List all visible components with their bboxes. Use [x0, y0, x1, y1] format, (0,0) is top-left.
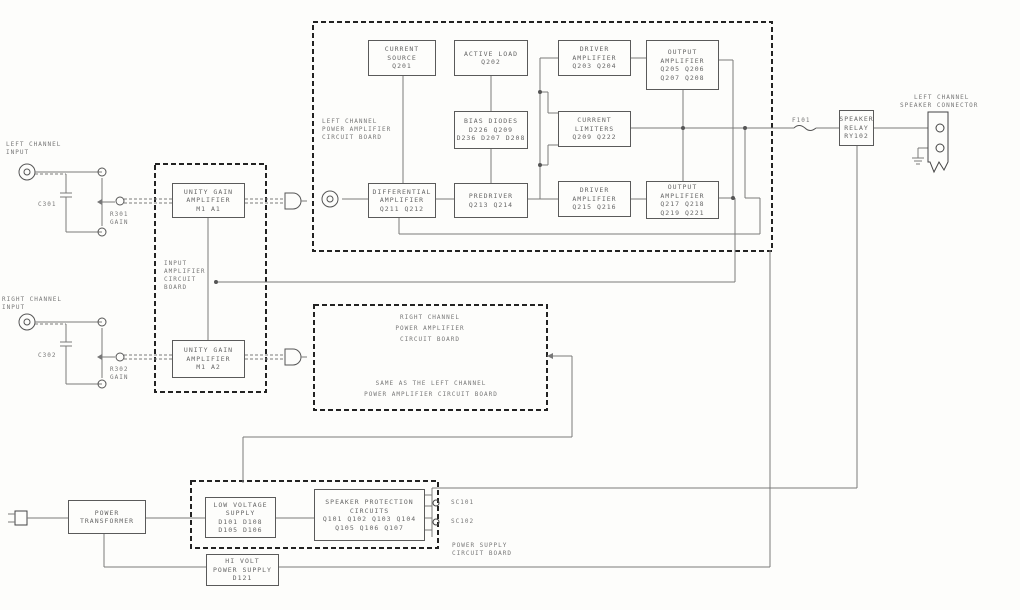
- sc102-label: SC102: [451, 518, 475, 525]
- right-power-board-label: RIGHT CHANNEL POWER AMPLIFIER CIRCUIT BO…: [395, 314, 465, 343]
- right-input-label: RIGHT CHANNEL INPUT: [2, 296, 62, 311]
- differential-amplifier-block: DIFFERENTIAL AMPLIFIER Q211 Q212: [368, 183, 436, 218]
- bias-diodes-block: BIAS DIODES D226 Q209 D236 D207 D208: [454, 111, 528, 149]
- left-input-label: LEFT CHANNEL INPUT: [6, 141, 62, 156]
- current-source-block: CURRENT SOURCE Q201: [368, 40, 436, 76]
- sc101-label: SC101: [451, 499, 475, 506]
- driver-amplifier-top-block: DRIVER AMPLIFIER Q203 Q204: [558, 40, 631, 76]
- power-supply-board-label: POWER SUPPLY CIRCUIT BOARD: [452, 542, 512, 557]
- hv-power-supply-block: HI VOLT POWER SUPPLY D121: [206, 554, 279, 586]
- unity-gain-amplifier-right-block: UNITY GAIN AMPLIFIER M1 A2: [172, 340, 245, 378]
- left-power-board-label: LEFT CHANNEL POWER AMPLIFIER CIRCUIT BOA…: [322, 118, 392, 141]
- low-voltage-supply-block: LOW VOLTAGE SUPPLY D101 D108 D105 D106: [205, 497, 276, 538]
- r301-gain-label: R301 GAIN: [110, 211, 129, 226]
- fuse-label: F101: [792, 117, 811, 124]
- speaker-relay-block: SPEAKER RELAY RY102: [839, 110, 874, 146]
- power-supply-board-outline: [190, 480, 439, 549]
- input-board-outline: [154, 163, 267, 393]
- unity-gain-amplifier-left-block: UNITY GAIN AMPLIFIER M1 A1: [172, 183, 245, 218]
- speaker-connector-label: LEFT CHANNEL SPEAKER CONNECTOR: [900, 94, 979, 109]
- c301-label: C301: [38, 201, 57, 208]
- predriver-block: PREDRIVER Q213 Q214: [454, 183, 528, 218]
- active-load-block: ACTIVE LOAD Q202: [454, 40, 528, 76]
- output-amplifier-top-block: OUTPUT AMPLIFIER Q205 Q206 Q207 Q208: [646, 40, 719, 90]
- output-amplifier-bottom-block: OUTPUT AMPLIFIER Q217 Q218 Q219 Q221: [646, 181, 719, 219]
- same-as-left-label: SAME AS THE LEFT CHANNEL POWER AMPLIFIER…: [364, 380, 498, 398]
- power-transformer-block: POWER TRANSFORMER: [68, 500, 146, 534]
- speaker-protection-block: SPEAKER PROTECTION CIRCUITS Q101 Q102 Q1…: [314, 489, 425, 541]
- right-power-board-outline: [313, 304, 548, 411]
- input-amp-board-label: INPUT AMPLIFIER CIRCUIT BOARD: [164, 260, 206, 291]
- c302-label: C302: [38, 352, 57, 359]
- current-limiters-block: CURRENT LIMITERS Q209 Q222: [558, 111, 631, 147]
- r302-gain-label: R302 GAIN: [110, 366, 129, 381]
- driver-amplifier-bottom-block: DRIVER AMPLIFIER Q215 Q216: [558, 181, 631, 217]
